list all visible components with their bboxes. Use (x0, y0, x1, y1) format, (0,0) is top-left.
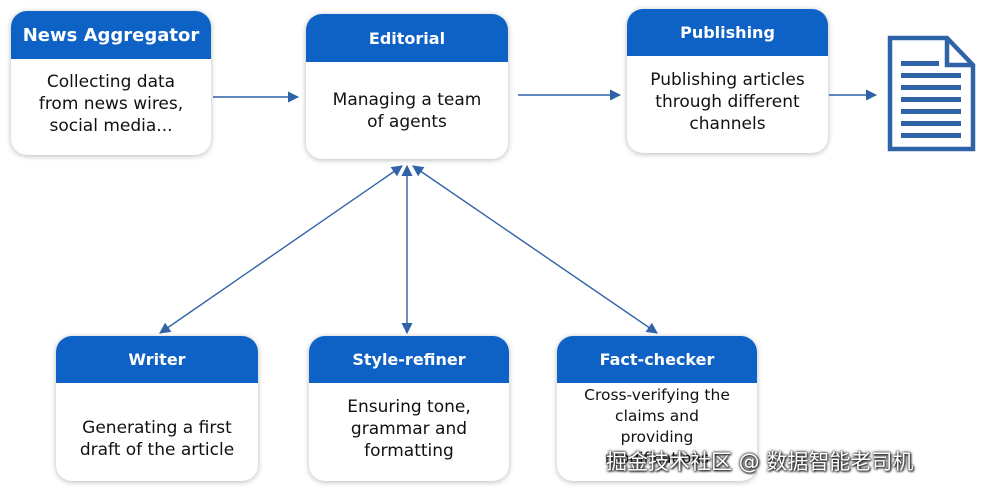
node-editorial: Editorial Managing a team of agents (306, 14, 508, 159)
node-description: Managing a team of agents (332, 89, 482, 132)
node-title: Editorial (306, 14, 508, 62)
node-description: Cross-verifying the claims and providing… (584, 386, 730, 467)
node-fact-checker: Fact-checker Cross-verifying the claims … (557, 336, 757, 481)
document-icon (887, 35, 976, 152)
node-description: Publishing articles through different ch… (650, 69, 805, 134)
node-description: Collecting data from news wires, social … (38, 72, 184, 136)
arrow-editorial-to-writer (159, 165, 403, 334)
node-title: News Aggregator (11, 11, 211, 59)
node-description: Generating a first draft of the article (79, 417, 235, 460)
node-publishing: Publishing Publishing articles through d… (627, 9, 828, 153)
node-title: Publishing (627, 9, 828, 56)
node-title: Fact-checker (557, 336, 757, 383)
node-style-refiner: Style-refiner Ensuring tone, grammar and… (309, 336, 509, 481)
arrow-editorial-to-fact-checker (412, 165, 658, 334)
node-writer: Writer Generating a first draft of the a… (56, 336, 258, 481)
node-title: Writer (56, 336, 258, 383)
node-description: Ensuring tone, grammar and formatting (347, 397, 471, 461)
node-title: Style-refiner (309, 336, 509, 383)
node-news-aggregator: News Aggregator Collecting data from new… (11, 11, 211, 155)
watermark-text: 掘金技术社区 @ 数据智能老司机 (606, 450, 914, 474)
